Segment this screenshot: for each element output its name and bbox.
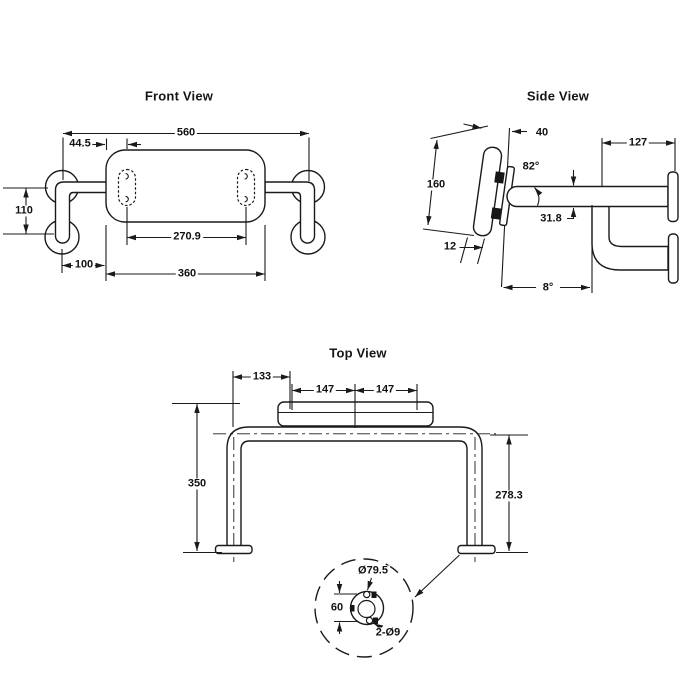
dim-label-slot-spacing: 270.9 [171,230,203,243]
backrest-pad-front [105,149,266,223]
dim-label-hole-spacing: 60 [328,601,346,614]
dim-label-tube-diameter: 31.8 [538,212,564,225]
slot-clip-mark [125,195,129,203]
flange-detail-drawing [314,558,414,658]
detail-key-mark [350,605,355,612]
dim-label-slot-right-half: 147 [373,383,397,396]
slot-clip-mark [244,173,248,180]
wall-flange-top [214,544,253,555]
mounting-slot [236,168,256,207]
detail-bubble-circle [314,558,414,658]
centerlines [213,433,496,562]
dim-label-left-projection: 350 [185,477,209,490]
mounting-bolt [490,207,502,220]
backrest-pad-side [472,146,503,237]
detail-bolt-hole [363,590,371,599]
angle-arc-82 [534,187,543,206]
view-title-front: Front View [144,88,214,104]
detail-center-hole [357,599,376,619]
dim-label-center-to-slot: 133 [250,370,274,383]
dim-label-pad-width: 360 [175,267,199,280]
utube-outer-wall [226,426,483,546]
wall-flange-side [667,233,679,284]
dim-label-right-projection: 278.3 [493,489,525,502]
detail-leader-line [414,554,460,598]
dim-label-pad-height: 160 [424,178,448,191]
side-view-drawing [422,123,679,293]
grab-tube-left [54,181,109,244]
dim-label-wall-offset: 127 [626,136,650,149]
view-title-side: Side View [526,88,590,104]
utube-inner-wall [240,440,468,546]
side-dimension-lines [459,123,676,293]
dim-label-tube-angle: 82° [520,160,542,173]
top-view-drawing [172,371,528,658]
grab-tube-right [264,181,316,244]
dim-label-tilt-angle: 8° [540,281,556,294]
mounting-bolt [494,171,505,184]
main-tube-side [506,185,669,208]
slot-clip-mark [244,195,248,203]
dim-label-overall-width: 560 [174,126,198,139]
dim-label-edge-to-slot: 44.5 [67,137,93,150]
dim-label-mount-holes: 2-Ø9 [373,626,403,639]
dim-label-flange-to-pad: 100 [72,258,96,271]
mounting-slot [117,168,137,207]
dim-label-slot-left-half: 147 [313,383,337,396]
detail-bolt-hole [365,616,374,625]
view-title-top: Top View [329,345,387,361]
front-view-drawing [3,130,326,281]
wall-flange-side [667,171,679,223]
dim-label-pad-depth: 40 [533,126,551,139]
dim-label-flange-diameter: Ø79.5 [356,564,390,577]
top-dimension-lines [172,371,528,598]
detail-key-mark [371,591,377,598]
dim-label-plate-thickness: 12 [441,240,459,253]
dim-label-flange-spacing: 110 [13,204,35,217]
detail-key-mark [373,617,378,624]
wall-flange-top [457,544,496,555]
support-tube-side [591,202,669,271]
slot-clip-mark [125,173,129,180]
